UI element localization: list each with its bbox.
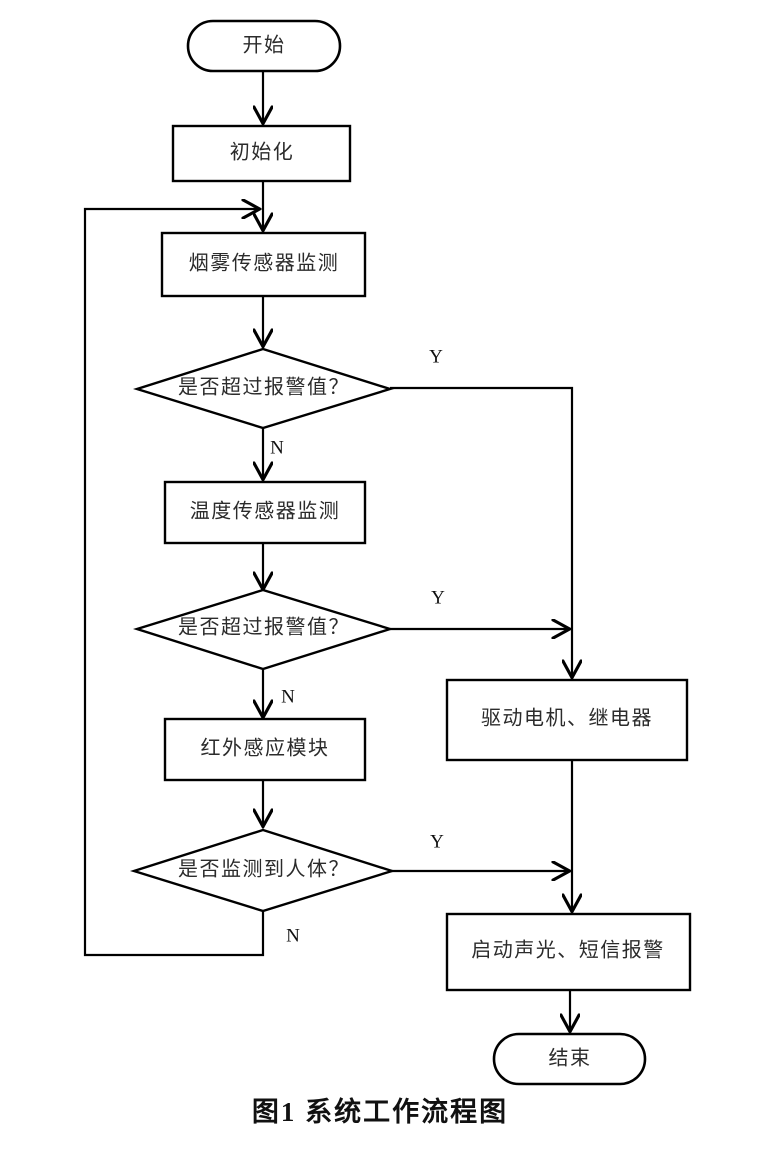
node-decision-human-detected — [129, 828, 397, 913]
node-start-alarm — [445, 912, 692, 992]
node-start-alarm-label: 启动声光、短信报警 — [471, 939, 665, 962]
branch-label-yes-2: Y — [431, 587, 445, 608]
branch-label-yes-1: Y — [429, 346, 443, 367]
node-start — [186, 19, 342, 73]
node-init-label: 初始化 — [230, 141, 295, 164]
node-init — [171, 124, 352, 183]
node-decision-smoke-threshold-label: 是否超过报警值？ — [178, 376, 350, 399]
branch-label-no-2: N — [281, 686, 295, 707]
node-temp-sensor-label: 温度传感器监测 — [190, 500, 341, 523]
node-start-label: 开始 — [243, 34, 286, 57]
node-decision-temp-threshold — [132, 588, 395, 671]
node-drive-motor-relay — [445, 678, 689, 762]
node-infrared-module — [163, 717, 367, 782]
node-temp-sensor — [163, 480, 367, 545]
node-smoke-sensor — [160, 231, 367, 298]
figure-caption: 图1 系统工作流程图 — [251, 1097, 509, 1127]
node-end-label: 结束 — [549, 1047, 592, 1070]
branch-label-yes-3: Y — [430, 831, 444, 852]
branch-label-no-1: N — [270, 437, 284, 458]
branch-label-no-3: N — [286, 925, 300, 946]
node-infrared-module-label: 红外感应模块 — [201, 737, 330, 760]
edge-dec3-no-feedback-loop — [83, 209, 265, 957]
node-decision-temp-threshold-label: 是否超过报警值？ — [178, 616, 350, 639]
node-decision-human-detected-label: 是否监测到人体？ — [178, 858, 350, 881]
node-smoke-sensor-label: 烟雾传感器监测 — [189, 252, 340, 275]
edge-dec1-yes-to-drive — [390, 386, 572, 676]
node-end — [492, 1032, 647, 1086]
node-decision-smoke-threshold — [132, 347, 395, 430]
node-drive-motor-relay-label: 驱动电机、继电器 — [481, 707, 653, 730]
